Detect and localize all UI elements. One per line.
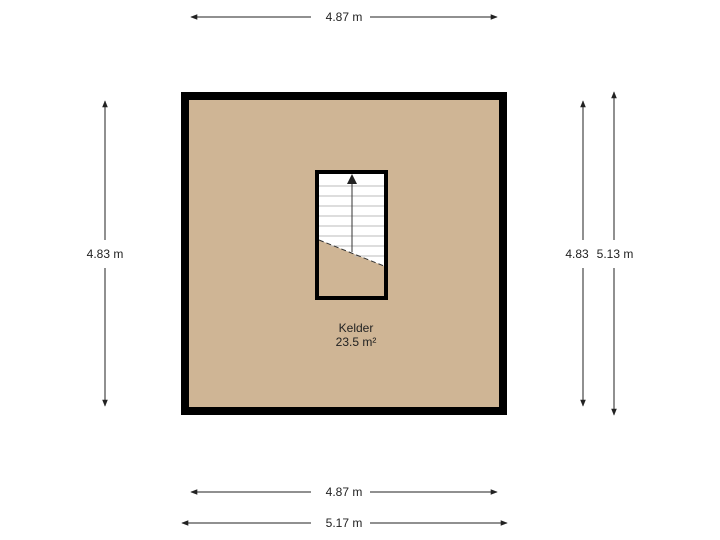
dimension-bottom-inner-label: 4.87 m — [326, 485, 363, 499]
dimension-bottom-inner: 4.87 m — [190, 485, 498, 499]
dimension-top-label: 4.87 m — [326, 10, 363, 24]
dimension-right-outer: 5.13 m — [597, 91, 634, 416]
staircase — [315, 170, 388, 300]
dimension-right-inner-label: 4.83 — [565, 247, 589, 261]
dimension-left: 4.83 m — [87, 100, 124, 407]
stair-direction-arrow — [347, 174, 357, 184]
stair-cut-line — [318, 239, 385, 267]
dimension-bottom-outer: 5.17 m — [181, 516, 508, 530]
stair-wall — [315, 170, 388, 300]
dimension-left-label: 4.83 m — [87, 247, 124, 261]
dimension-right-inner: 4.83 — [565, 100, 589, 407]
outer-wall — [181, 92, 507, 415]
room-name: Kelder — [339, 321, 374, 335]
room-area: 23.5 m² — [336, 335, 377, 349]
dimension-right-outer-label: 5.13 m — [597, 247, 634, 261]
dimension-bottom-outer-label: 5.17 m — [326, 516, 363, 530]
dimension-top: 4.87 m — [190, 10, 498, 24]
